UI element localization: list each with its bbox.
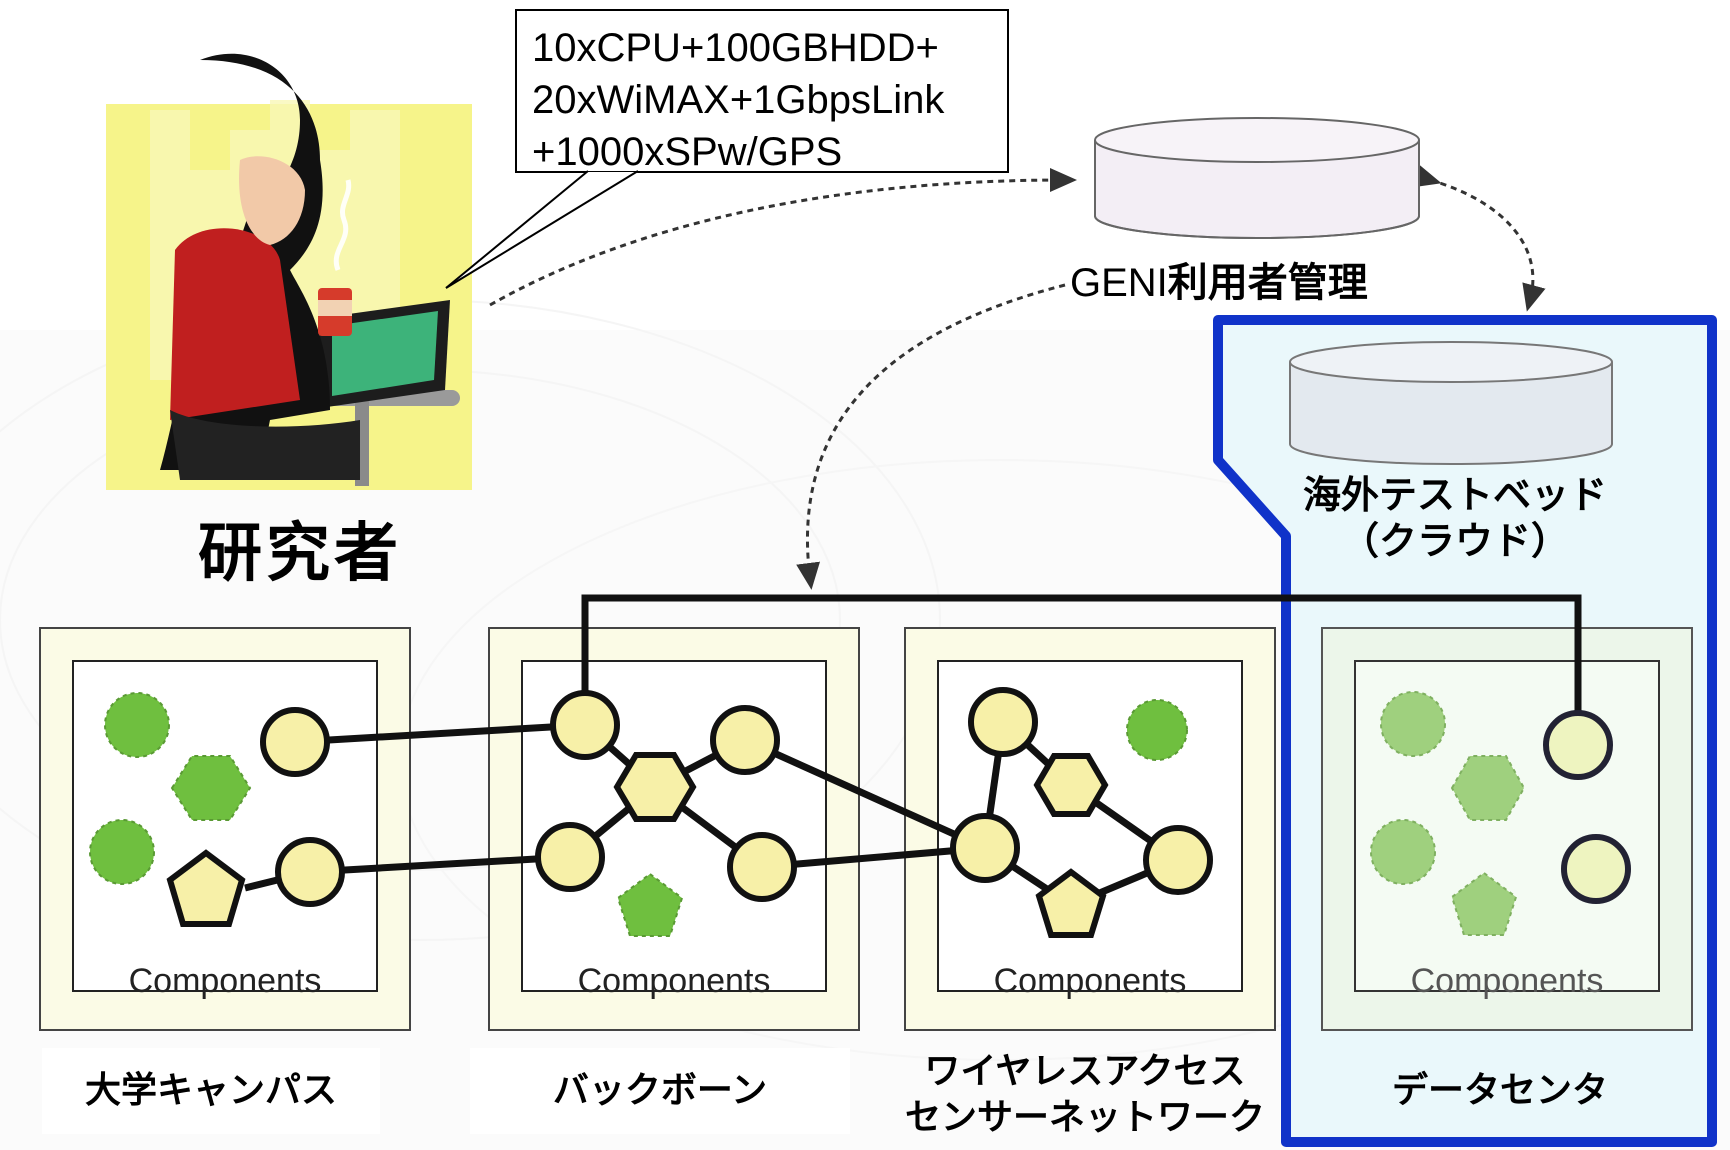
components-label-datacenter: Components (1410, 962, 1604, 1000)
active-node (1033, 753, 1109, 817)
site-name-backbone-line-1: バックボーン (552, 1070, 768, 1111)
components-label-university: Components (128, 962, 322, 1000)
inactive-node (89, 819, 155, 885)
active-node (275, 837, 345, 907)
geni-label-suffix: 利用者管理 (1167, 260, 1368, 306)
active-node (535, 822, 605, 892)
callout-line-3: +1000xSPw/GPS (532, 130, 843, 174)
site-label-datacenter: データセンタ (1300, 1048, 1700, 1134)
overseas-testbed-label: 海外テストベッド （クラウド） (1290, 472, 1620, 564)
inactive-node (104, 692, 170, 758)
network-nodes (89, 687, 1631, 938)
researcher-illustration (106, 53, 472, 490)
inactive-node (170, 755, 252, 821)
geni-management-label: GENI利用者管理 (1070, 250, 1368, 308)
active-node (968, 687, 1038, 757)
overseas-label-line-1: 海外テストベッド (1302, 473, 1607, 517)
inactive-node (616, 872, 684, 937)
components-label-backbone: Components (577, 962, 771, 1000)
active-node (1035, 868, 1107, 938)
callout-box (445, 9, 1009, 289)
active-node (166, 849, 246, 927)
active-node (710, 705, 780, 775)
researcher-to-geni-arrow (489, 168, 1077, 307)
geni-label-prefix: GENI (1070, 261, 1168, 305)
overseas-label-line-2: （クラウド） (1340, 519, 1569, 563)
site-name-wireless-line-1: ワイヤレスアクセス (924, 1051, 1246, 1092)
inactive-node (1370, 819, 1436, 885)
geni-to-backbone-arrow (796, 283, 1066, 590)
geni-database-icon (1094, 117, 1420, 239)
active-node (727, 832, 797, 902)
callout-text: 10xCPU+100GBHDD+ 20xWiMAX+1GbpsLink +100… (532, 22, 944, 178)
site-name-university-line-1: 大学キャンパス (84, 1070, 337, 1111)
inactive-node (1380, 691, 1446, 757)
geni-to-datacenter-arrow (1412, 164, 1546, 312)
active-node (950, 813, 1020, 883)
active-node (1561, 834, 1631, 904)
active-node (550, 690, 620, 760)
researcher-label: 研究者 (198, 517, 402, 591)
callout-line-2: 20xWiMAX+1GbpsLink (532, 78, 945, 122)
site-name-wireless-line-2: センサーネットワーク (904, 1097, 1265, 1138)
active-node (260, 707, 330, 777)
site-label-wireless: ワイヤレスアクセス センサーネットワーク (890, 1044, 1280, 1146)
overseas-database-icon (1289, 341, 1613, 465)
inactive-node (1126, 699, 1188, 761)
overlay-link-top (581, 594, 1582, 745)
active-node (613, 752, 697, 822)
components-label-wireless: Components (993, 962, 1187, 1000)
inactive-node (1450, 871, 1518, 936)
active-node (1543, 710, 1613, 780)
active-node (1143, 825, 1213, 895)
site-name-datacenter-line-1: データセンタ (1391, 1070, 1608, 1111)
site-label-backbone: バックボーン (470, 1048, 850, 1134)
inactive-node (1450, 755, 1526, 821)
site-label-university: 大学キャンパス (42, 1048, 380, 1134)
callout-line-1: 10xCPU+100GBHDD+ (532, 26, 939, 70)
